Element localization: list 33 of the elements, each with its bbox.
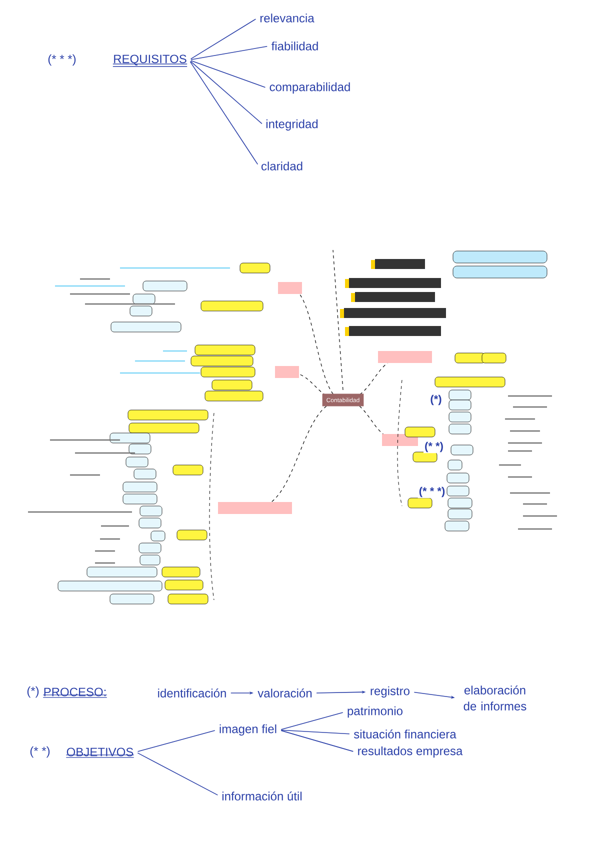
- handwritten-word: claridad: [262, 162, 302, 170]
- handwritten-word: resultados empresa: [358, 746, 463, 758]
- asterisk-mark: (* * *): [418, 486, 446, 498]
- handwritten-word: patrimonio: [348, 706, 402, 718]
- handwritten-word: identificación: [158, 688, 226, 698]
- underlined-heading: PROCESO:: [42, 688, 108, 698]
- branch-line: [280, 730, 354, 752]
- handwritten-word: integridad: [266, 119, 318, 131]
- handwritten-word: información útil: [222, 792, 302, 800]
- branch-line: [280, 730, 350, 734]
- handwritten-word: imagen fiel: [220, 724, 276, 736]
- branch-line: [190, 60, 262, 124]
- handwritten-word: registro: [370, 686, 410, 698]
- branch-line: [190, 46, 268, 60]
- asterisk-mark: (*): [27, 686, 39, 698]
- handwritten-word: fiabilidad: [271, 42, 318, 50]
- branch-line: [190, 18, 256, 60]
- branch-line: [190, 61, 258, 165]
- branch-line: [190, 60, 266, 88]
- underlined-heading: REQUISITOS: [112, 54, 188, 67]
- handwritten-word: comparabilidad: [270, 82, 350, 94]
- branch-line: [280, 712, 344, 730]
- handwritten-word: valoración: [258, 688, 312, 698]
- handwritten-word: situación financiera: [354, 730, 456, 738]
- asterisk-mark: (* * *): [48, 54, 76, 66]
- branch-line: [137, 730, 216, 752]
- underlined-heading: OBJETIVOS: [66, 748, 134, 758]
- asterisk-mark: (* *): [30, 746, 50, 758]
- asterisk-mark: (*): [429, 394, 443, 406]
- asterisk-mark: (* *): [424, 440, 444, 454]
- handwritten-word: elaboración de informes: [464, 686, 526, 710]
- branch-line: [137, 752, 218, 796]
- handwritten-word: relevancia: [260, 14, 314, 22]
